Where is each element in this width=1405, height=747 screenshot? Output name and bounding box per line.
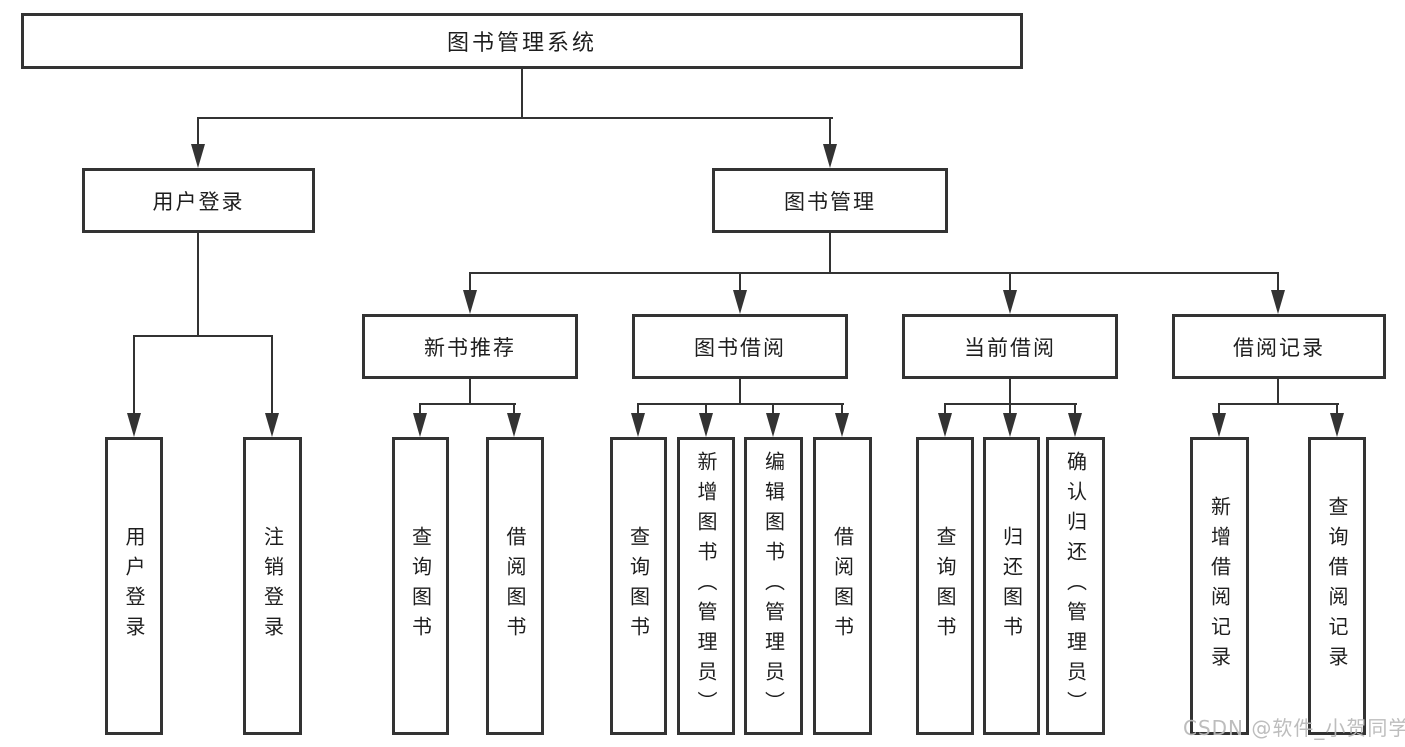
- connector-line: [1009, 274, 1011, 291]
- node-book-management-label: 图书管理: [784, 189, 876, 214]
- leaf-bb-query-book-label: 查询图书: [626, 526, 651, 646]
- connector-line: [1074, 405, 1076, 414]
- connector-line: [419, 405, 421, 414]
- leaf-br-query-record-label: 查询借阅记录: [1325, 496, 1349, 676]
- arrow-down-icon: [191, 144, 205, 168]
- leaf-bb-borrow-book: 借阅图书: [813, 437, 872, 735]
- leaf-br-add-record-label: 新增借阅记录: [1207, 496, 1232, 676]
- arrow-down-icon: [766, 413, 780, 437]
- connector-line: [513, 405, 515, 414]
- connector-line: [197, 117, 833, 119]
- node-borrow-records: 借阅记录: [1172, 314, 1386, 379]
- connector-line: [944, 403, 1077, 405]
- connector-line: [772, 405, 774, 414]
- node-user-login: 用户登录: [82, 168, 315, 233]
- leaf-bb-edit-book-admin: 编辑图书（管理员）: [744, 437, 803, 735]
- node-new-book-recommend: 新书推荐: [362, 314, 578, 379]
- arrow-down-icon: [699, 413, 713, 437]
- leaf-cb-return-book-label: 归还图书: [999, 526, 1024, 646]
- arrow-down-icon: [733, 290, 747, 314]
- connector-line: [1218, 403, 1339, 405]
- connector-line: [829, 119, 831, 145]
- arrow-down-icon: [938, 413, 952, 437]
- connector-line: [469, 274, 471, 291]
- connector-line: [469, 272, 1279, 274]
- connector-line: [197, 231, 199, 337]
- leaf-cb-return-book: 归还图书: [983, 437, 1040, 735]
- node-new-book-recommend-label: 新书推荐: [424, 335, 516, 360]
- leaf-bb-add-book-admin-label: 新增图书（管理员）: [694, 451, 718, 721]
- arrow-down-icon: [823, 144, 837, 168]
- leaf-logout: 注销登录: [243, 437, 302, 735]
- leaf-bb-edit-book-admin-label: 编辑图书（管理员）: [761, 451, 786, 721]
- leaf-user-login: 用户登录: [105, 437, 163, 735]
- leaf-br-query-record: 查询借阅记录: [1308, 437, 1366, 735]
- arrow-down-icon: [835, 413, 849, 437]
- connector-line: [1277, 377, 1279, 405]
- connector-line: [739, 274, 741, 291]
- node-current-borrow-label: 当前借阅: [964, 335, 1056, 360]
- node-system-root: 图书管理系统: [21, 13, 1023, 69]
- connector-line: [133, 337, 135, 413]
- arrow-down-icon: [1068, 413, 1082, 437]
- node-book-management: 图书管理: [712, 168, 948, 233]
- leaf-logout-label: 注销登录: [260, 526, 285, 646]
- arrow-down-icon: [1003, 290, 1017, 314]
- connector-line: [469, 377, 471, 405]
- connector-line: [637, 403, 844, 405]
- leaf-cb-query-book-label: 查询图书: [933, 526, 957, 646]
- arrow-down-icon: [1212, 413, 1226, 437]
- arrow-down-icon: [1330, 413, 1344, 437]
- leaf-nbr-borrow-book: 借阅图书: [486, 437, 544, 735]
- leaf-cb-confirm-return-admin-label: 确认归还（管理员）: [1063, 451, 1088, 721]
- connector-line: [133, 335, 273, 337]
- watermark: CSDN @软件_小贺同学: [1183, 716, 1405, 740]
- arrow-down-icon: [1271, 290, 1285, 314]
- arrow-down-icon: [413, 413, 427, 437]
- connector-line: [1009, 405, 1011, 414]
- node-current-borrow: 当前借阅: [902, 314, 1118, 379]
- node-book-borrow: 图书借阅: [632, 314, 848, 379]
- connector-line: [1277, 274, 1279, 291]
- connector-line: [521, 67, 523, 119]
- leaf-nbr-borrow-book-label: 借阅图书: [503, 526, 527, 646]
- node-borrow-records-label: 借阅记录: [1233, 335, 1325, 360]
- connector-line: [637, 405, 639, 414]
- leaf-bb-borrow-book-label: 借阅图书: [830, 526, 855, 646]
- leaf-bb-add-book-admin: 新增图书（管理员）: [677, 437, 735, 735]
- arrow-down-icon: [507, 413, 521, 437]
- connector-line: [1218, 405, 1220, 414]
- connector-line: [1009, 377, 1011, 405]
- leaf-br-add-record: 新增借阅记录: [1190, 437, 1249, 735]
- arrow-down-icon: [1003, 413, 1017, 437]
- connector-line: [419, 403, 516, 405]
- leaf-user-login-label: 用户登录: [122, 526, 146, 646]
- connector-line: [841, 405, 843, 414]
- leaf-bb-query-book: 查询图书: [610, 437, 667, 735]
- leaf-nbr-query-book: 查询图书: [392, 437, 449, 735]
- connector-line: [1336, 405, 1338, 414]
- leaf-cb-confirm-return-admin: 确认归还（管理员）: [1046, 437, 1105, 735]
- connector-line: [739, 377, 741, 405]
- leaf-cb-query-book: 查询图书: [916, 437, 974, 735]
- node-system-root-label: 图书管理系统: [446, 31, 597, 56]
- connector-line: [829, 231, 831, 274]
- connector-line: [197, 119, 199, 145]
- node-user-login-label: 用户登录: [152, 189, 245, 214]
- leaf-nbr-query-book-label: 查询图书: [408, 526, 433, 646]
- connector-line: [271, 337, 273, 413]
- node-book-borrow-label: 图书借阅: [694, 335, 786, 360]
- connector-line: [944, 405, 946, 414]
- connector-line: [705, 405, 707, 414]
- arrow-down-icon: [463, 290, 477, 314]
- arrow-down-icon: [265, 413, 279, 437]
- arrow-down-icon: [631, 413, 645, 437]
- arrow-down-icon: [127, 413, 141, 437]
